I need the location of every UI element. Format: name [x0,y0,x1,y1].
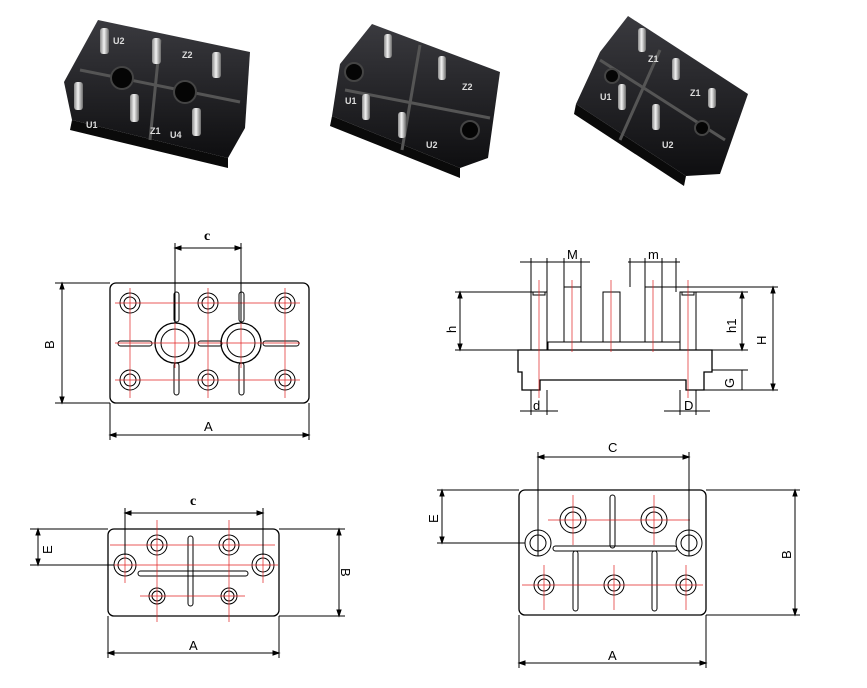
photo-label: U2 [662,140,674,150]
dim-label-A: A [608,648,617,663]
photo-label: Z2 [462,82,473,92]
dim-label-C: C [608,440,617,455]
dim-label-d: d [533,398,540,413]
dim-label-A: A [204,419,213,434]
dim-label-G: G [722,378,737,388]
dim-label-h: h [444,326,459,333]
dim-label-B: B [779,550,794,559]
drawing-side-view [455,258,778,415]
dim-label-E: E [40,545,55,554]
photo-label: U4 [170,130,182,140]
photo-terminal-block-left: U2 Z2 U1 Z1 U4 [64,20,250,168]
dim-label-H: H [754,336,769,345]
stud-group [74,28,221,136]
photo-label: U1 [86,120,98,130]
dim-label-B: B [42,340,57,349]
drawing-top-view-four-terminal [30,508,345,658]
photo-terminal-block-middle: U1 Z2 U2 [330,24,500,178]
photo-label: Z1 [648,54,659,64]
photo-label: Z1 [690,88,701,98]
photo-terminal-block-right: Z1 Z1 U1 U2 [574,16,748,186]
photo-label: Z1 [150,126,161,136]
dim-label-E: E [426,514,441,523]
photo-label: U1 [345,96,357,106]
dim-label-B: B [338,568,353,577]
dim-label-M: M [567,247,578,262]
dim-label-m: m [648,247,659,262]
photo-label: U2 [426,140,438,150]
dim-label-c: c [190,494,196,509]
drawing-top-view-six-terminal [55,243,311,440]
drawing-top-view-six-terminal-alt [437,452,800,668]
dim-label-h1: h1 [724,319,739,333]
dim-label-c: c [204,229,210,244]
dim-label-A: A [189,638,198,653]
photo-label: U1 [600,92,612,102]
photo-label: Z2 [182,50,193,60]
dim-label-D: D [684,398,693,413]
photo-label: U2 [113,36,125,46]
